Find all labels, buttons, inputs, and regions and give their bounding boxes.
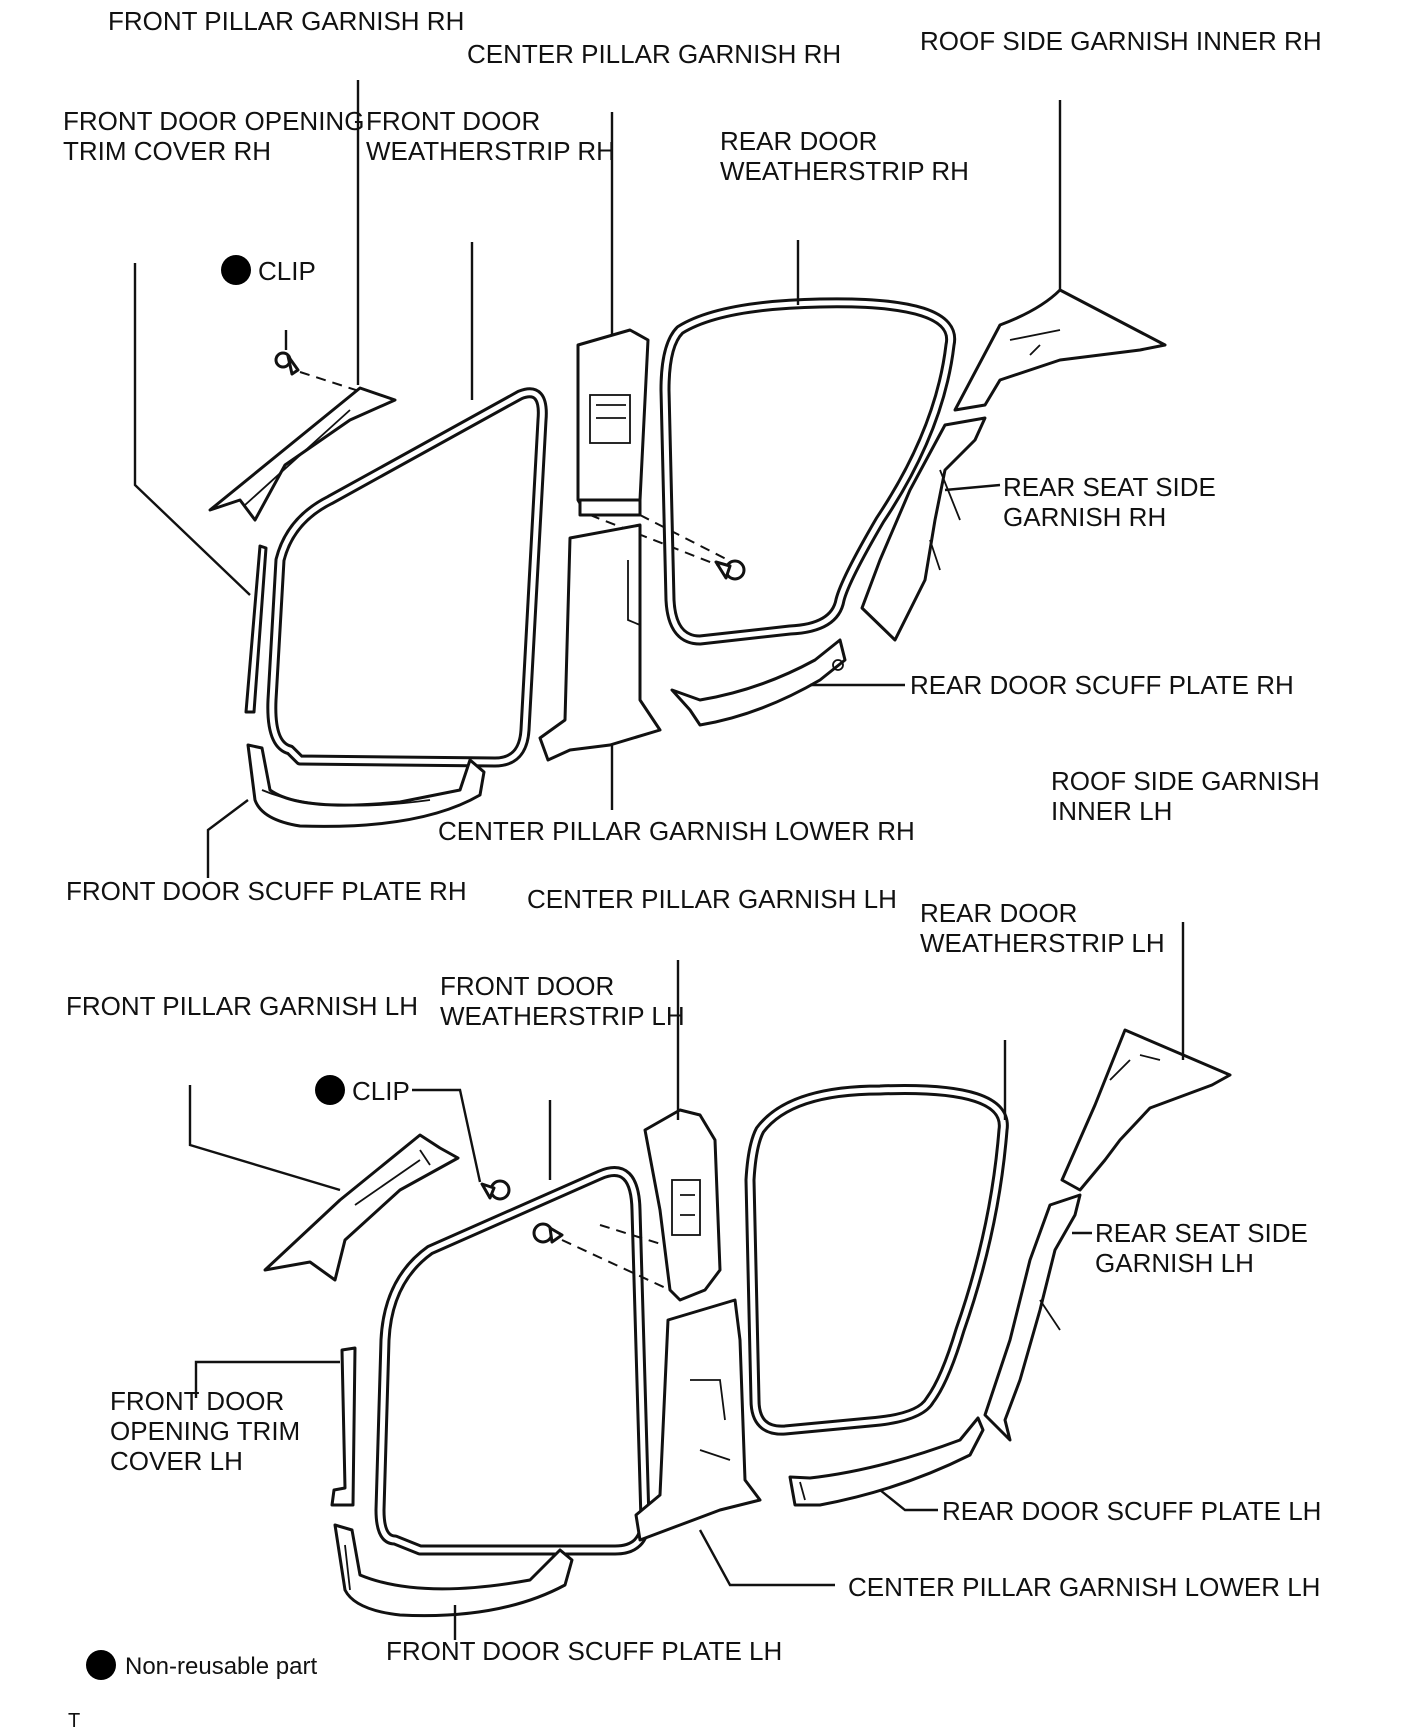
center-clip-rh <box>589 514 746 581</box>
label-rear-door-weatherstrip-rh-line1: REAR DOOR <box>720 126 877 156</box>
label-rear-door-scuff-plate-rh: REAR DOOR SCUFF PLATE RH <box>910 670 1294 700</box>
labels: FRONT PILLAR GARNISH RH CENTER PILLAR GA… <box>63 6 1322 1666</box>
label-rear-door-weatherstrip-lh-line1: REAR DOOR <box>920 898 1077 928</box>
label-center-pillar-garnish-lower-lh: CENTER PILLAR GARNISH LOWER LH <box>848 1572 1320 1602</box>
label-clip-lh: CLIP <box>352 1076 410 1106</box>
rear-door-scuff-plate-rh <box>670 638 847 727</box>
label-front-door-weatherstrip-lh-line1: FRONT DOOR <box>440 971 614 1001</box>
clip-lh-part <box>480 1179 511 1201</box>
label-center-pillar-garnish-lower-rh: CENTER PILLAR GARNISH LOWER RH <box>438 816 915 846</box>
label-front-door-opening-trim-cover-lh-line1: FRONT DOOR <box>110 1386 284 1416</box>
label-front-door-opening-trim-cover-lh-line2: OPENING TRIM <box>110 1416 300 1446</box>
label-center-pillar-garnish-rh: CENTER PILLAR GARNISH RH <box>467 39 841 69</box>
label-front-door-scuff-plate-lh: FRONT DOOR SCUFF PLATE LH <box>386 1636 782 1666</box>
label-clip-rh: CLIP <box>258 256 316 286</box>
legend-non-reusable-label: Non-reusable part <box>125 1653 317 1680</box>
label-front-door-weatherstrip-rh-line2: WEATHERSTRIP RH <box>366 136 615 166</box>
rear-door-weatherstrip-lh <box>744 1084 1009 1436</box>
center-pillar-garnish-lower-lh <box>634 1298 762 1542</box>
label-front-door-weatherstrip-rh-line1: FRONT DOOR <box>366 106 540 136</box>
front-door-scuff-plate-rh <box>246 743 486 828</box>
leader-lines <box>133 80 1185 1640</box>
label-front-pillar-garnish-rh: FRONT PILLAR GARNISH RH <box>108 6 464 36</box>
label-roof-side-garnish-inner-lh-line2: INNER LH <box>1051 796 1172 826</box>
label-roof-side-garnish-inner-rh: ROOF SIDE GARNISH INNER RH <box>920 26 1322 56</box>
label-rear-seat-side-garnish-rh-line2: GARNISH RH <box>1003 502 1166 532</box>
front-door-opening-trim-cover-rh <box>244 544 268 714</box>
label-front-door-opening-trim-cover-rh-line1: FRONT DOOR OPENING <box>63 106 364 136</box>
footer-mark: T <box>68 1710 80 1732</box>
label-front-door-scuff-plate-rh: FRONT DOOR SCUFF PLATE RH <box>66 876 467 906</box>
front-door-opening-trim-cover-lh <box>330 1346 357 1507</box>
rear-door-weatherstrip-rh <box>659 297 957 646</box>
legend-marker <box>86 1650 116 1680</box>
roof-side-garnish-inner-rh <box>953 288 1167 412</box>
label-front-door-opening-trim-cover-rh-line2: TRIM COVER RH <box>63 136 271 166</box>
center-pillar-garnish-lower-rh <box>538 523 662 762</box>
rear-seat-side-garnish-rh <box>860 416 987 642</box>
front-pillar-garnish-rh <box>208 386 397 522</box>
label-rear-door-weatherstrip-lh-line2: WEATHERSTRIP LH <box>920 928 1165 958</box>
label-front-door-opening-trim-cover-lh-line3: COVER LH <box>110 1446 243 1476</box>
center-clip-lh <box>532 1222 681 1291</box>
label-rear-seat-side-garnish-lh-line2: GARNISH LH <box>1095 1248 1254 1278</box>
non-reusable-marker-clip-rh <box>221 255 251 285</box>
front-door-weatherstrip-lh <box>374 1166 651 1556</box>
label-rear-seat-side-garnish-rh-line1: REAR SEAT SIDE <box>1003 472 1216 502</box>
clip-rh-part <box>274 330 363 393</box>
label-rear-seat-side-garnish-lh-line1: REAR SEAT SIDE <box>1095 1218 1308 1248</box>
legend: Non-reusable part <box>86 1650 317 1680</box>
rear-door-scuff-plate-lh <box>788 1416 985 1507</box>
roof-side-garnish-inner-lh <box>1060 1028 1232 1192</box>
front-pillar-garnish-lh <box>263 1133 460 1282</box>
center-pillar-garnish-rh <box>576 328 650 517</box>
label-center-pillar-garnish-lh: CENTER PILLAR GARNISH LH <box>527 884 897 914</box>
label-rear-door-weatherstrip-rh-line2: WEATHERSTRIP RH <box>720 156 969 186</box>
label-front-pillar-garnish-lh: FRONT PILLAR GARNISH LH <box>66 991 418 1021</box>
non-reusable-marker-clip-lh <box>315 1075 345 1105</box>
center-pillar-garnish-lh <box>643 1108 722 1302</box>
front-door-scuff-plate-lh <box>333 1523 574 1618</box>
front-door-weatherstrip-rh <box>266 387 548 768</box>
label-roof-side-garnish-inner-lh-line1: ROOF SIDE GARNISH <box>1051 766 1320 796</box>
rear-seat-side-garnish-lh <box>983 1193 1082 1442</box>
label-rear-door-scuff-plate-lh: REAR DOOR SCUFF PLATE LH <box>942 1496 1321 1526</box>
label-front-door-weatherstrip-lh-line2: WEATHERSTRIP LH <box>440 1001 685 1031</box>
